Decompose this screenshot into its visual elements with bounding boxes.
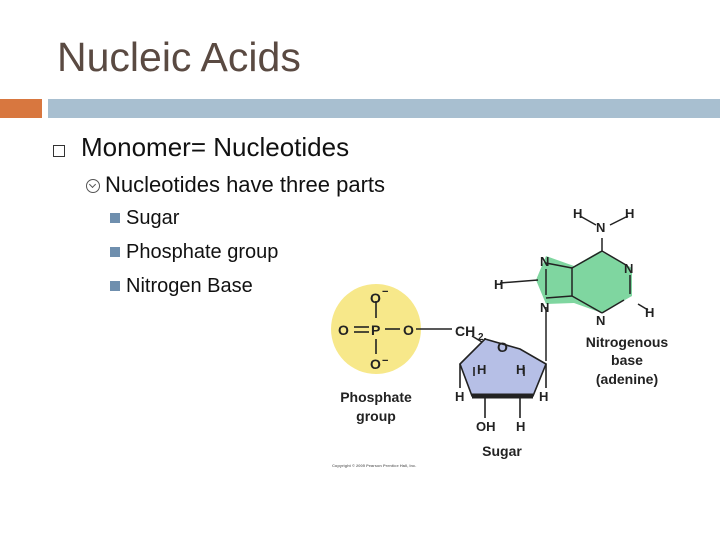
base-h-right: H [645,305,654,320]
title-accent-bar-orange [0,99,42,118]
base-n-right: N [624,261,633,276]
base-n-bottom: N [596,313,605,328]
phosphate-p: P [371,322,380,338]
filled-square-bullet-icon [110,281,120,291]
phosphate-charge-bottom: − [382,355,388,367]
bullet-three-parts: Nucleotides have three parts [105,172,386,197]
phosphate-o-left: O [338,322,349,338]
phosphate-label-1: Phosphate [340,389,412,405]
title-accent-bar-blue [48,99,720,118]
list-item: Phosphate group [110,241,278,264]
sugar-h-outer-right: H [539,389,548,404]
base-label-3: (adenine) [596,371,658,387]
part-nitrogen-base: Nitrogen Base [126,275,253,297]
base-amine-h-right: H [625,206,634,221]
nucleotide-diagram: O − O P O O − Phosphate group CH 2 O H H… [331,206,669,468]
sugar-h-inner-right: H [516,362,525,377]
base-n-bottom-left: N [540,300,549,315]
base-label-1: Nitrogenous [586,334,669,350]
phosphate-charge-top: − [382,286,388,298]
sugar-label: Sugar [482,443,522,459]
filled-square-bullet-icon [110,247,120,257]
base-label-2: base [611,352,643,368]
square-bullet-icon [53,145,65,157]
base-h-left: H [494,277,503,292]
base-amine-h-left: H [573,206,582,221]
base-amine-n: N [596,220,605,235]
phosphate-o-bottom: O [370,356,381,372]
phosphate-label-2: group [356,408,396,424]
sugar-h-outer-left: H [455,389,464,404]
filled-square-bullet-icon [110,213,120,223]
sugar-ch2-subscript: 2 [478,332,484,343]
sugar-ch2: CH [455,323,475,339]
slide-title: Nucleic Acids [57,34,301,80]
phosphate-o-right: O [403,322,414,338]
sugar-h-bottom: H [516,419,525,434]
phosphate-circle [331,284,421,374]
base-bonds [499,215,649,361]
sugar-ring-o: O [497,339,508,355]
base-n-top-left: N [540,254,549,269]
bullet-monomer: Monomer= Nucleotides [81,132,350,162]
sugar-oh: OH [476,419,496,434]
copyright-notice: Copyright © 2005 Pearson Prentice Hall, … [332,463,416,468]
circle-chevron-bullet-icon [86,179,100,193]
sugar-h-inner-left: H [477,362,486,377]
list-item: Nitrogen Base [110,275,253,298]
list-item: Sugar [110,207,179,230]
part-phosphate: Phosphate group [126,241,279,263]
phosphate-o-top: O [370,290,381,306]
part-sugar: Sugar [126,207,180,229]
